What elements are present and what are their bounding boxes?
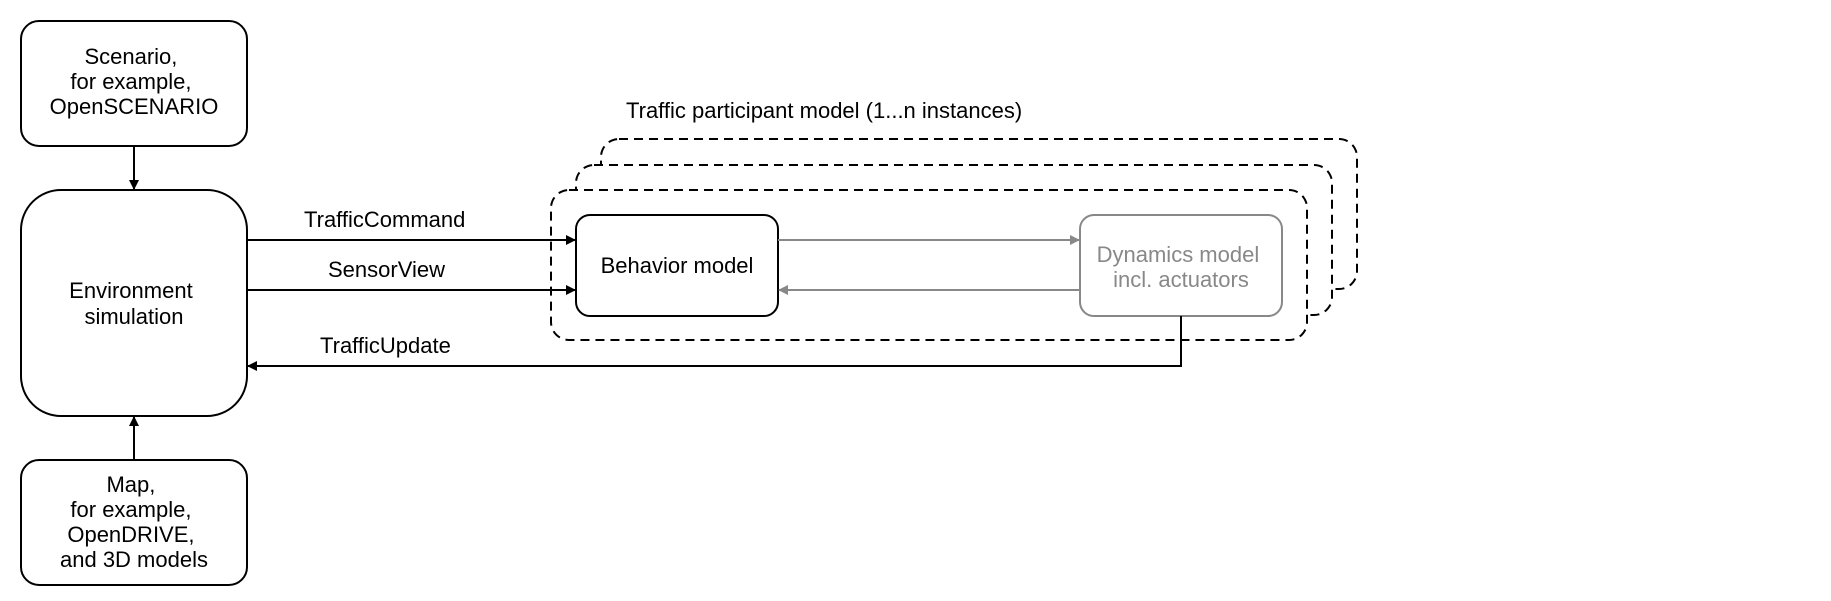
environment-line-2: simulation	[84, 304, 183, 329]
map-line-2: for example,	[70, 497, 191, 522]
scenario-node: Scenario, for example, OpenSCENARIO	[20, 20, 248, 147]
svg-text:Environment simulation: Environment simulation	[69, 278, 199, 329]
behavior-model-node: Behavior model	[575, 214, 779, 317]
map-line-1: Map,	[106, 472, 155, 497]
dynamics-line-1: Dynamics model	[1097, 242, 1260, 267]
svg-text:Map, for example,: Map, for example, OpenDRIVE, and 3D mode…	[60, 472, 208, 572]
map-line-3: OpenDRIVE,	[67, 522, 194, 547]
behavior-model-label: Behavior model	[601, 253, 754, 278]
svg-text:Dynamics model incl. act: Dynamics model incl. actuators	[1097, 242, 1266, 292]
map-node: Map, for example, OpenDRIVE, and 3D mode…	[20, 459, 248, 586]
svg-text:Scenario, for example,: Scenario, for example, OpenSCENARIO	[50, 44, 219, 119]
traffic-participant-group-label: Traffic participant model (1...n instanc…	[626, 98, 1022, 123]
traffic-command-label: TrafficCommand	[304, 207, 465, 232]
dynamics-model-node: Dynamics model incl. actuators	[1079, 214, 1283, 317]
scenario-line-2: for example,	[70, 69, 191, 94]
map-line-4: and 3D models	[60, 547, 208, 572]
environment-simulation-node: Environment simulation	[20, 189, 248, 417]
environment-line-1: Environment	[69, 278, 193, 303]
sensor-view-label: SensorView	[328, 257, 445, 282]
traffic-update-label: TrafficUpdate	[320, 333, 451, 358]
dynamics-line-2: incl. actuators	[1113, 267, 1249, 292]
scenario-line-3: OpenSCENARIO	[50, 94, 219, 119]
scenario-line-1: Scenario,	[84, 44, 177, 69]
traffic-update-arrow	[247, 316, 1182, 371]
